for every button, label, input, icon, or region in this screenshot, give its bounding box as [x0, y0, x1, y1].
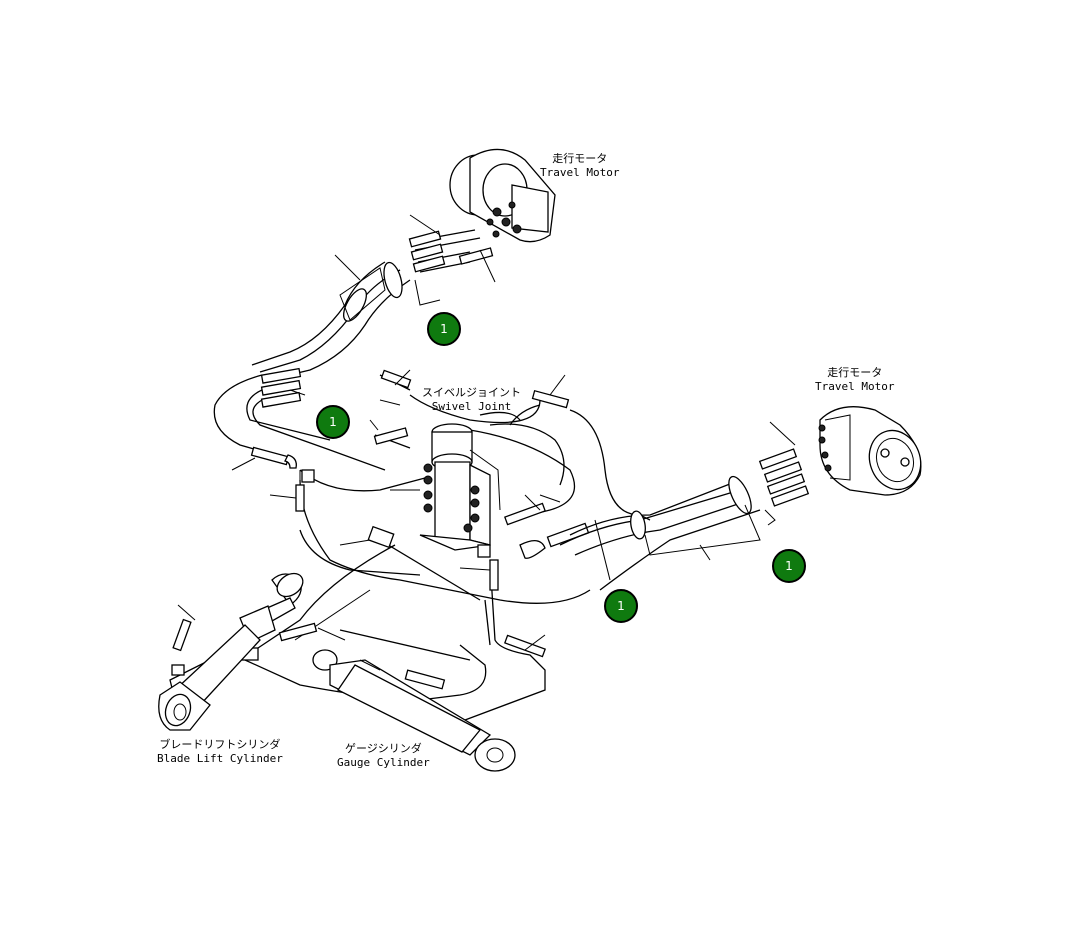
travel-motor-right-jp: 走行モータ	[827, 366, 883, 379]
hoses-right	[559, 421, 810, 591]
travel-motor-right	[818, 406, 922, 496]
swivel-joint-jp: スイベルジョイント	[422, 386, 521, 399]
travel-motor-right-en: Travel Motor	[815, 380, 895, 393]
label-blade-lift-cylinder: ブレードリフトシリンダ Blade Lift Cylinder	[157, 738, 283, 766]
swivel-joint-en: Swivel Joint	[431, 400, 512, 413]
callout-badge[interactable]: 1	[604, 589, 638, 623]
hoses-left-block	[213, 367, 386, 471]
travel-motor-top	[449, 148, 556, 243]
travel-motor-top-en: Travel Motor	[540, 166, 620, 179]
gauge-cylinder	[312, 649, 516, 772]
label-travel-motor-right: 走行モータ Travel Motor	[815, 366, 894, 394]
fittings	[171, 446, 590, 690]
callout-badge[interactable]: 1	[427, 312, 461, 346]
label-gauge-cylinder: ゲージシリンダ Gauge Cylinder	[337, 742, 430, 770]
blade-lift-en: Blade Lift Cylinder	[157, 752, 283, 765]
leader-lines	[177, 369, 566, 651]
callout-badge[interactable]: 1	[772, 549, 806, 583]
label-travel-motor-top: 走行モータ Travel Motor	[540, 152, 619, 180]
label-swivel-joint: スイベルジョイント Swivel Joint	[422, 386, 521, 414]
swivel-joint	[390, 423, 501, 551]
callout-badge[interactable]: 1	[316, 405, 350, 439]
hose-loops	[373, 369, 651, 526]
blade-lift-cylinder	[158, 572, 304, 731]
travel-motor-top-jp: 走行モータ	[552, 152, 608, 165]
hoses-top	[251, 214, 496, 381]
gauge-cylinder-en: Gauge Cylinder	[337, 756, 430, 769]
gauge-cylinder-jp: ゲージシリンダ	[344, 742, 422, 755]
blade-lift-jp: ブレードリフトシリンダ	[159, 738, 281, 751]
